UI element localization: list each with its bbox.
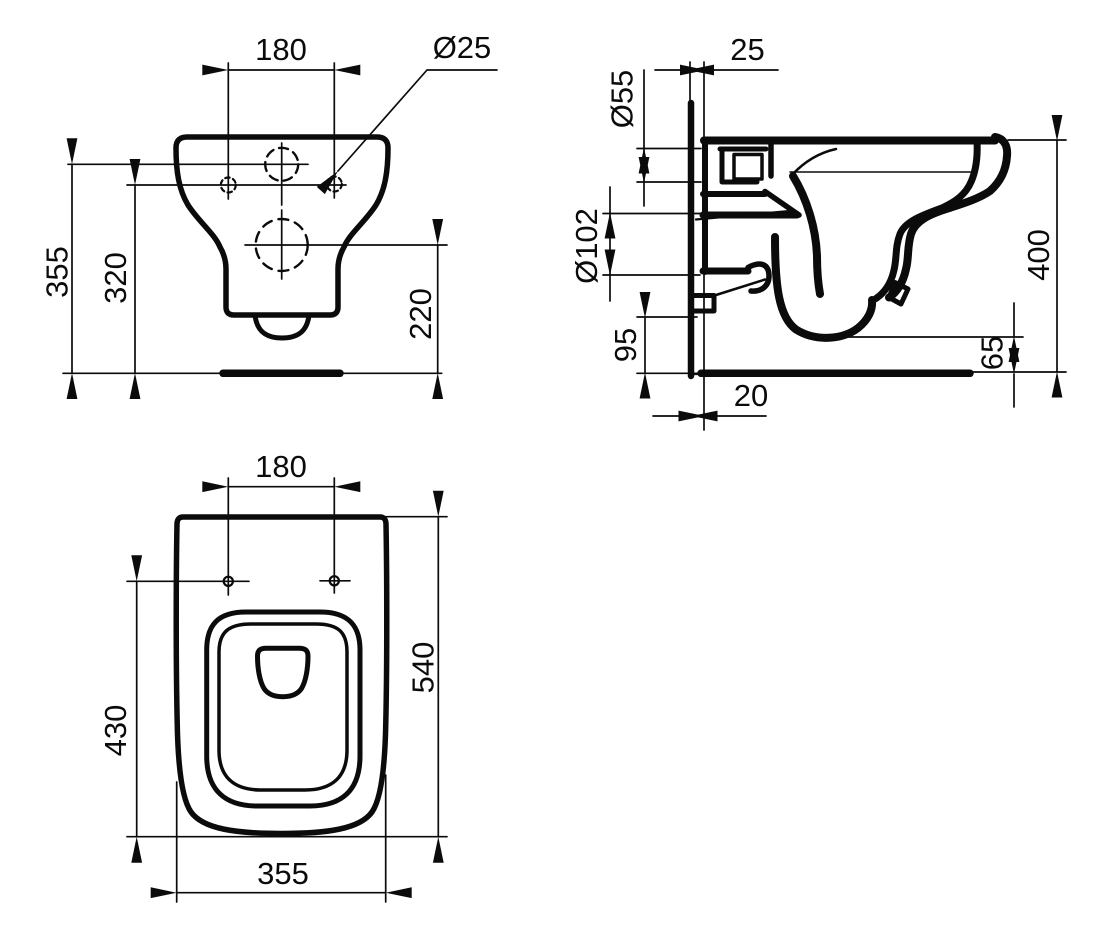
- side-front-inner-wall: [872, 137, 981, 302]
- side-inlet-inner: [732, 152, 764, 181]
- side-outlet-lip: [886, 280, 911, 307]
- plan-seat-ring-inner: [217, 622, 349, 792]
- dim-side-total-height: 400: [1021, 229, 1056, 281]
- side-foot-diagonal: [714, 278, 767, 297]
- side-dimensions: 25 Ø55 Ø102 95 20 65 400: [569, 32, 1063, 422]
- rear-reference-lines: [62, 62, 448, 375]
- plan-fixing-hole-right: [328, 575, 340, 587]
- dim-side-outlet-bottom-height: 95: [608, 328, 643, 362]
- dim-side-offset-bottom: 20: [734, 378, 768, 413]
- side-body: [687, 99, 1012, 380]
- side-outlet-taper: [694, 209, 792, 221]
- dim-rear-hole-height: 320: [98, 252, 133, 304]
- dim-rear-outlet-height: 220: [403, 288, 438, 340]
- side-bowl-inner: [789, 172, 824, 298]
- side-foot: [689, 293, 717, 314]
- dim-rear-hole-spacing: 180: [255, 32, 307, 67]
- plan-reference-lines: [126, 477, 448, 903]
- dim-rear-hole-diameter: Ø25: [433, 30, 492, 65]
- side-trap: [771, 233, 877, 342]
- dim-rear-total-height: 355: [40, 246, 75, 298]
- dim-plan-total-depth: 540: [406, 642, 441, 694]
- side-view: 25 Ø55 Ø102 95 20 65 400: [569, 32, 1067, 431]
- rear-fixing-hole-left: [219, 176, 237, 194]
- rear-leader-hole-dia: [316, 69, 498, 195]
- plan-view: 180 430 540 355: [98, 449, 448, 903]
- plan-dimensions: 180 430 540 355: [98, 449, 444, 899]
- side-outlet-hook: [745, 261, 772, 294]
- dim-side-outlet-diameter: Ø102: [569, 208, 604, 284]
- dim-side-trap-clearance: 65: [975, 336, 1010, 370]
- side-inlet-channel: [717, 146, 769, 185]
- dim-plan-holes-to-front: 430: [98, 705, 133, 757]
- dim-side-offset-top: 25: [730, 32, 764, 67]
- plan-flush-outlet: [255, 645, 311, 700]
- rear-view: 180 Ø25 355 320 220: [40, 30, 498, 399]
- side-flush-curve: [790, 147, 838, 177]
- side-front-outer-profile: [885, 133, 1012, 302]
- plan-seat-ring-outer: [204, 609, 363, 809]
- plan-body: [173, 514, 390, 837]
- dim-side-inlet-diameter: Ø55: [605, 70, 640, 129]
- dim-plan-total-width: 355: [257, 856, 309, 891]
- rear-dimensions: 180 Ø25 355 320 220: [40, 30, 498, 399]
- plan-body-outline: [173, 514, 390, 837]
- plan-fixing-hole-left: [222, 575, 234, 588]
- rear-body: [173, 134, 391, 378]
- rear-body-outline: [173, 134, 391, 318]
- rear-outlet-spigot: [252, 312, 312, 341]
- side-shelf-diagonal: [762, 188, 802, 218]
- dim-plan-hole-spacing: 180: [255, 449, 307, 484]
